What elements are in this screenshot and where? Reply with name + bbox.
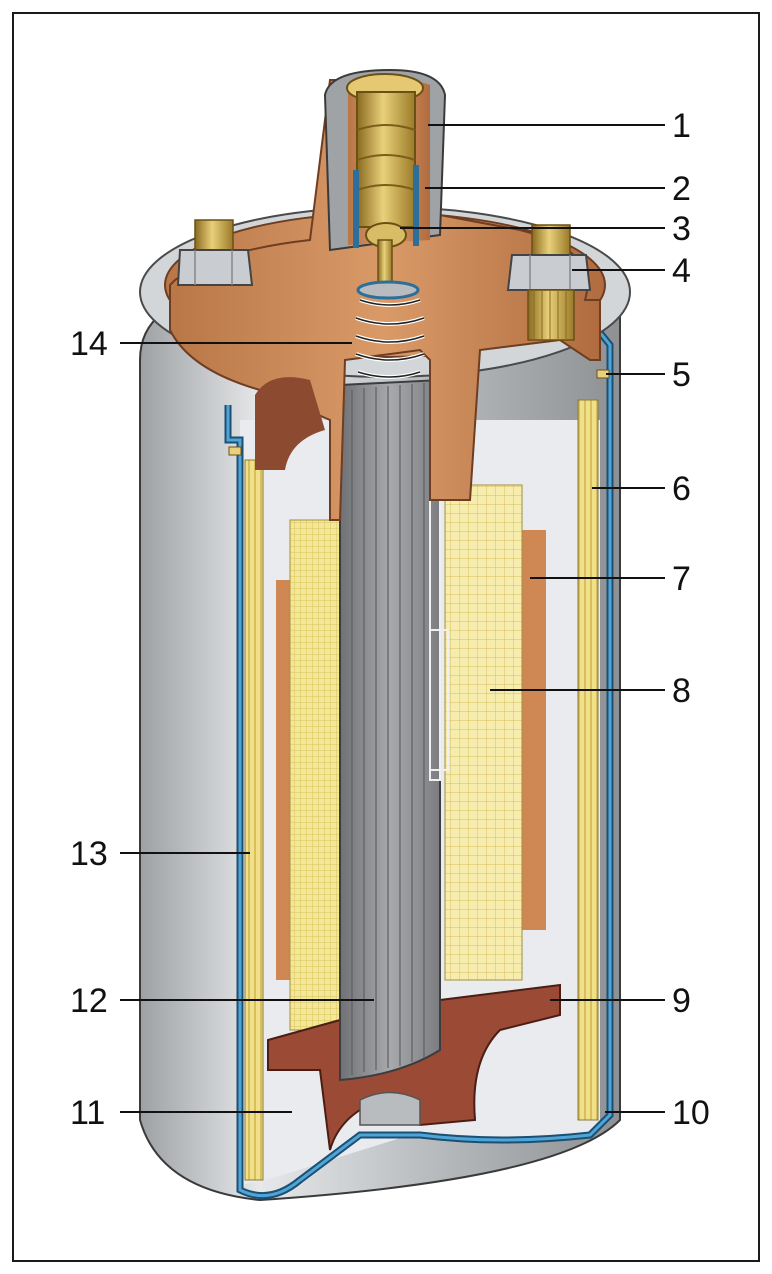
label-13: 13 [70, 835, 108, 873]
label-12: 12 [70, 982, 108, 1020]
label-14: 14 [70, 325, 108, 363]
outer-winding-left [244, 459, 264, 1181]
label-11: 11 [70, 1094, 105, 1132]
terminal-nut-right [506, 224, 592, 341]
insulation-strip-right [520, 530, 546, 930]
label-5: 5 [672, 356, 691, 394]
high-voltage-terminal [346, 73, 424, 286]
primary-winding [444, 484, 523, 981]
contact-spring [355, 280, 425, 379]
terminal-nut-left [176, 219, 254, 286]
label-10: 10 [672, 1094, 710, 1132]
secondary-winding [289, 519, 343, 1031]
outer-winding-right [577, 399, 599, 1121]
label-8: 8 [672, 672, 691, 710]
label-6: 6 [672, 470, 691, 508]
label-7: 7 [672, 560, 691, 598]
contact-clip [353, 165, 419, 248]
label-3: 3 [672, 210, 691, 248]
seal-ring-left [228, 446, 242, 456]
label-4: 4 [672, 252, 691, 290]
label-2: 2 [672, 170, 691, 208]
label-1: 1 [672, 107, 691, 145]
label-9: 9 [672, 982, 691, 1020]
central-core [339, 378, 449, 1082]
leader-lines [120, 124, 665, 1113]
